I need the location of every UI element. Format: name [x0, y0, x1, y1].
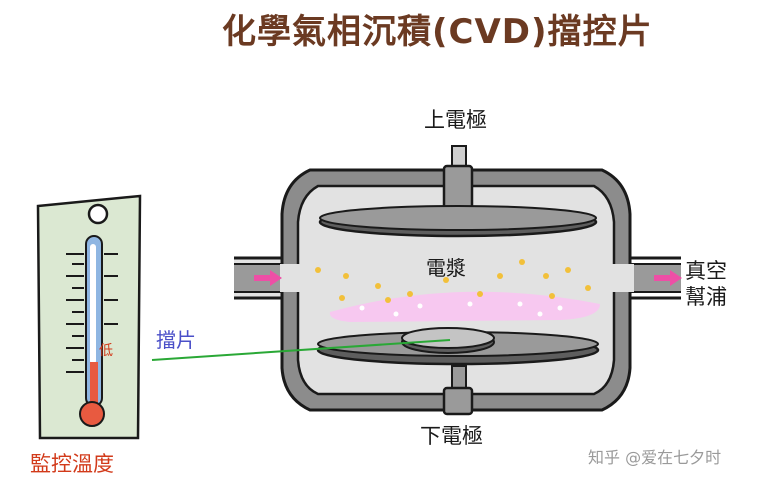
plasma-particles	[315, 259, 591, 303]
watermark: 知乎 @爱在七夕时	[588, 448, 722, 467]
plasma-label: 電漿	[426, 256, 466, 280]
vacuum-pump-label: 真空 幫浦	[685, 258, 727, 310]
shutter-pointer-line	[151, 339, 451, 361]
gas-inlet-arrow	[254, 270, 282, 286]
top-electrode	[318, 145, 598, 238]
shutter-label: 擋片	[156, 328, 196, 352]
exhaust-arrow	[654, 270, 682, 286]
top-electrode-label: 上電極	[424, 108, 487, 132]
vacuum-pump-label-line2: 幫浦	[685, 285, 727, 309]
shutter-wafer	[401, 327, 495, 354]
diagram-title: 化學氣相沉積(CVD)擋控片	[222, 12, 653, 52]
monitor-temperature-label: 監控溫度	[30, 452, 114, 476]
thermometer	[36, 194, 142, 440]
vacuum-pump-label-line1: 真空	[685, 259, 727, 283]
bottom-electrode-label: 下電極	[420, 424, 483, 448]
low-temperature-label: 低	[99, 343, 113, 359]
plasma-particles-white	[359, 301, 563, 317]
